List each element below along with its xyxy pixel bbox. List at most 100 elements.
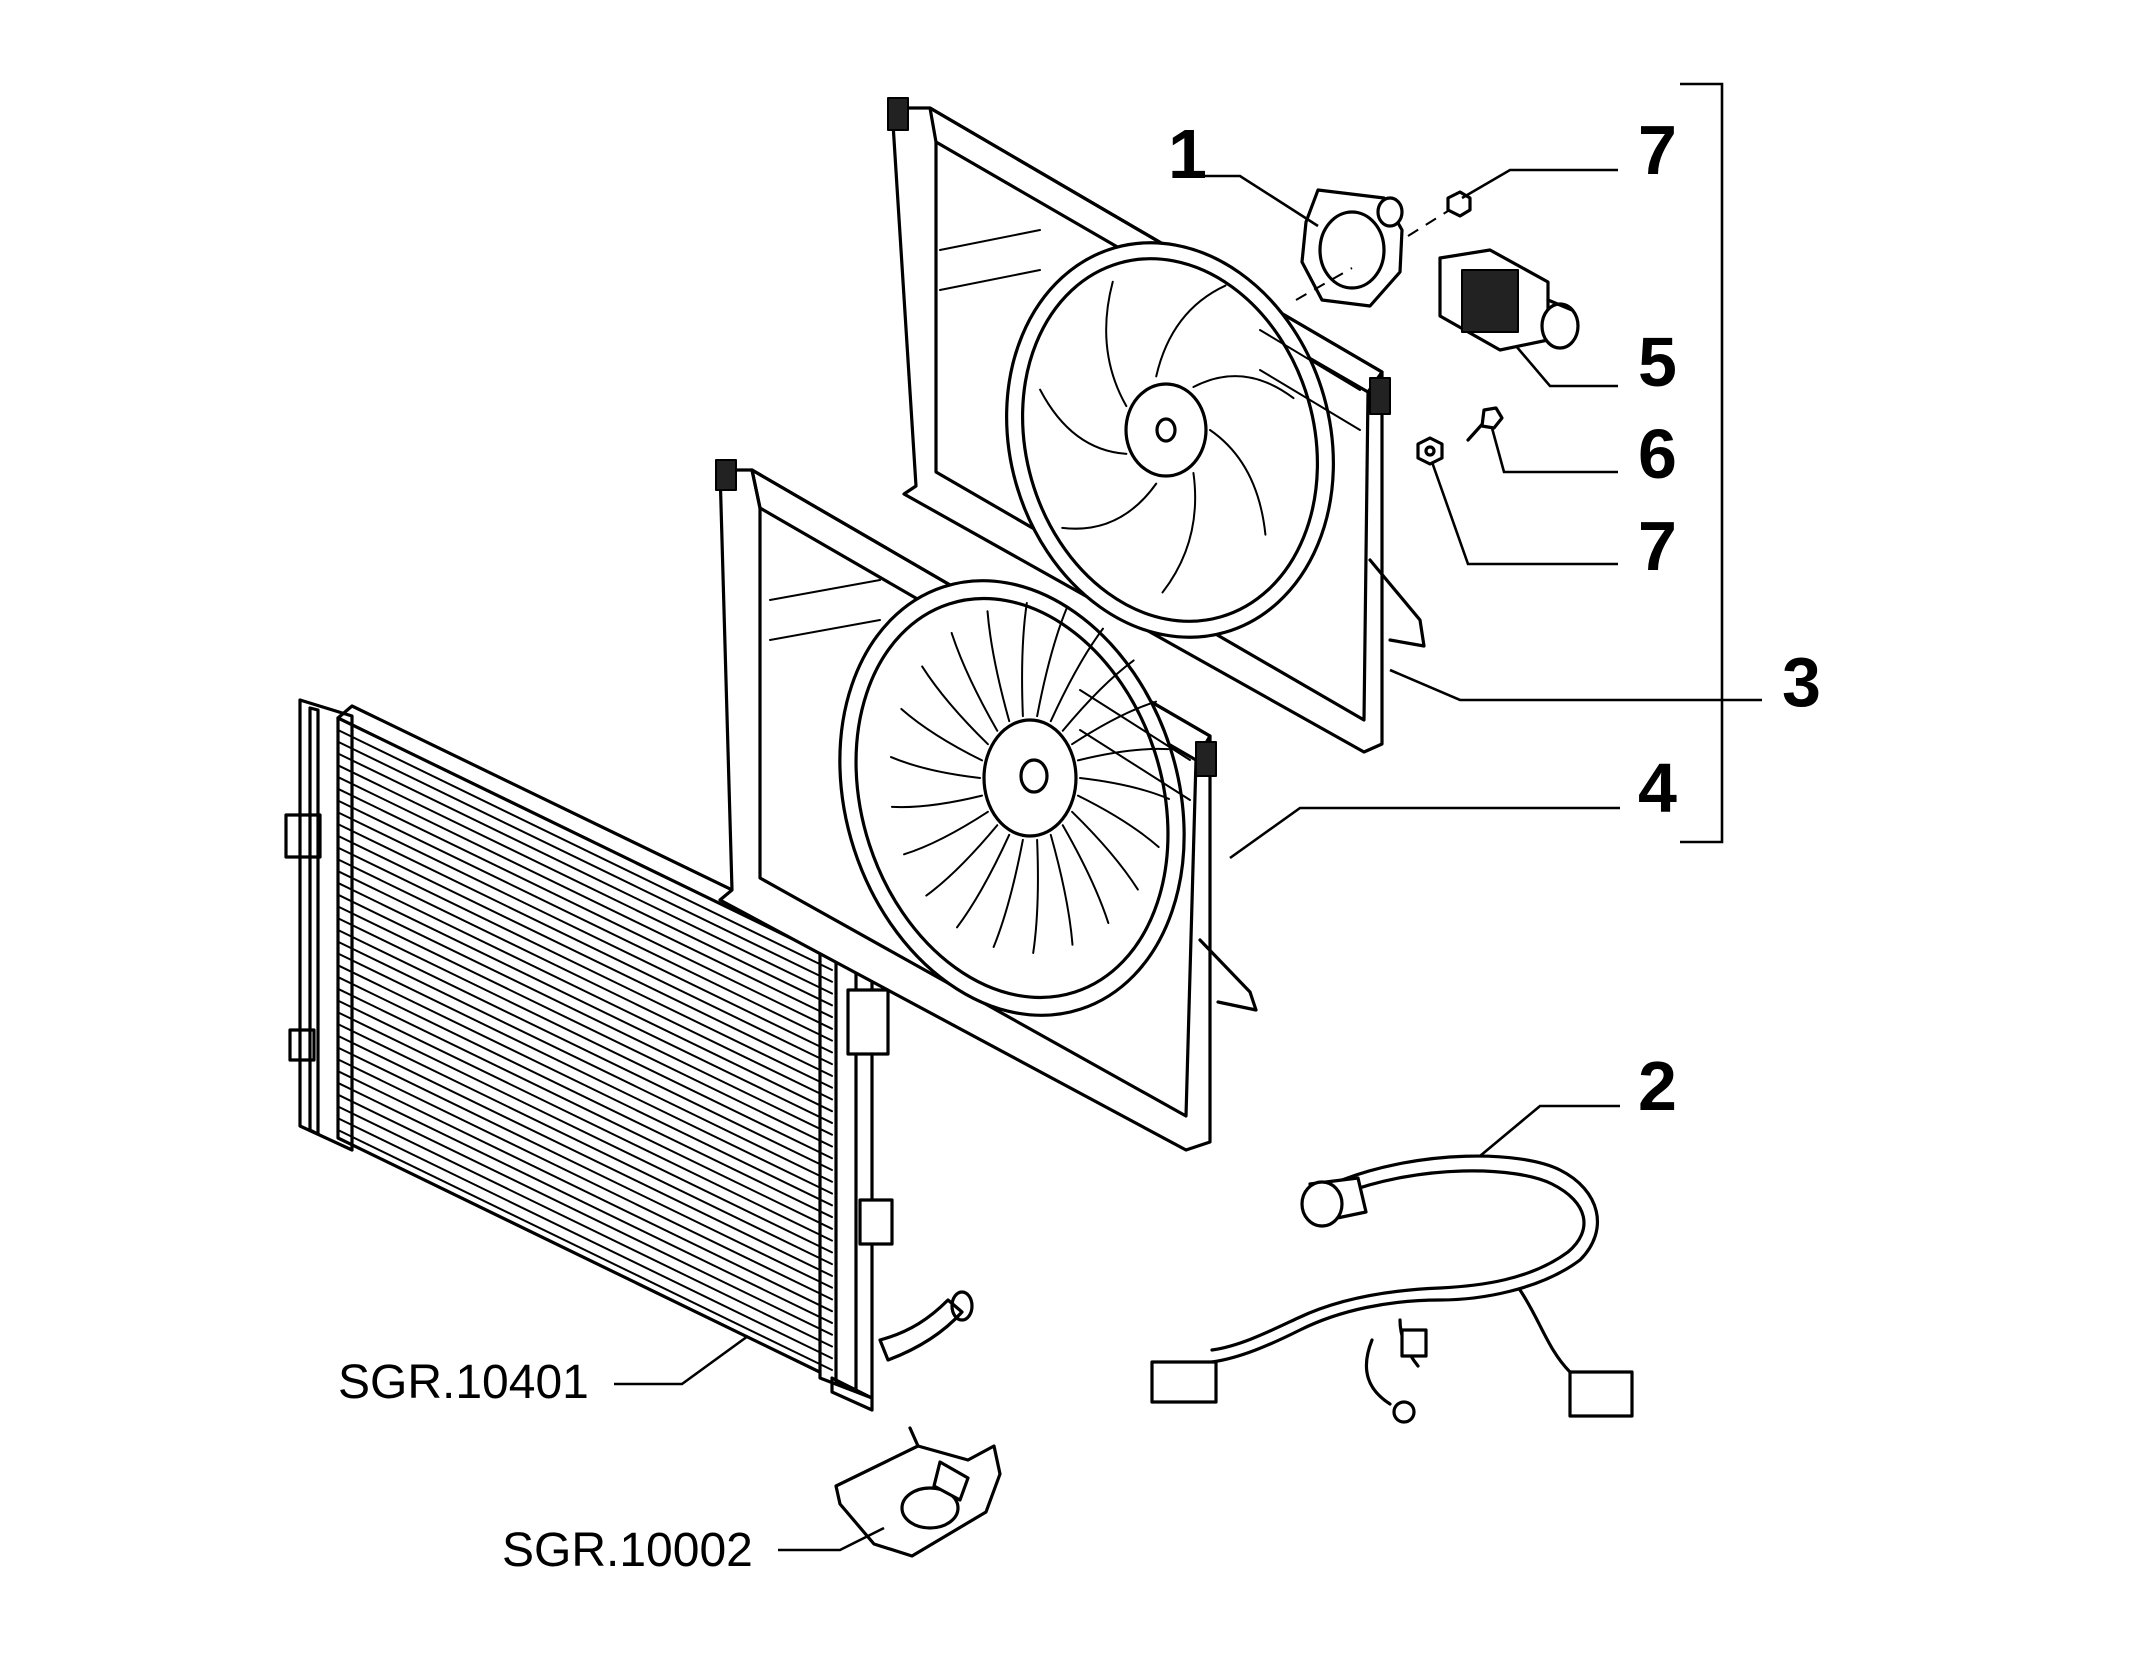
radiator-fin	[337, 776, 833, 1019]
part-2-wiring-harness	[1150, 1154, 1634, 1424]
fan-4-blade	[903, 810, 989, 856]
radiator-fin	[337, 905, 833, 1148]
fan-3-blade	[1161, 472, 1197, 594]
radiator-fin	[337, 964, 833, 1207]
callout-5: 5	[1638, 323, 1677, 401]
radiator-fins	[337, 729, 833, 1371]
radiator-fin	[337, 952, 833, 1195]
leader-4	[1229, 806, 1620, 860]
radiator-fin	[337, 999, 833, 1242]
fan-4-blade	[1049, 627, 1104, 723]
radiator-fin	[337, 834, 833, 1077]
radiator-fin	[337, 1081, 833, 1324]
radiator-fin	[337, 823, 833, 1066]
fan-4-blade	[1061, 824, 1110, 925]
radiator-fin	[337, 740, 833, 983]
fan-3-blade	[1192, 375, 1295, 400]
callout-6: 6	[1638, 415, 1677, 493]
radiator-assembly	[284, 698, 974, 1412]
fan-shroud-assembly-3	[887, 97, 1426, 754]
fan-4-blade	[890, 794, 984, 809]
leader-7a	[1461, 168, 1618, 200]
leader-6	[1490, 427, 1618, 474]
fan-4-blade	[1036, 608, 1068, 718]
fan-3-blade	[1039, 388, 1128, 455]
fan-3-blades	[1039, 280, 1295, 594]
part-5-resistor-module	[1438, 248, 1580, 352]
radiator-fin	[337, 987, 833, 1230]
radiator-fin	[337, 976, 833, 1219]
fan-4-blade	[950, 631, 999, 732]
part-1-bearing-plate	[1300, 188, 1404, 308]
leader-lines	[614, 82, 1762, 1552]
callout-2: 2	[1638, 1047, 1677, 1125]
radiator-fin	[337, 1011, 833, 1254]
radiator-fin	[337, 799, 833, 1042]
radiator-fin	[337, 1058, 833, 1301]
fan-4-blade	[1032, 838, 1039, 954]
fan-4-blade	[900, 707, 984, 762]
fan-4-blade	[1076, 794, 1160, 849]
leader-1	[1200, 174, 1319, 228]
ref-sgr-10401: SGR.10401	[338, 1356, 589, 1409]
leader-sgr-10401	[614, 1334, 749, 1386]
fan-3-blade	[1155, 284, 1227, 378]
group-bracket	[1680, 82, 1724, 844]
radiator-fin	[337, 858, 833, 1101]
radiator-fin	[337, 917, 833, 1160]
radiator-fin	[337, 929, 833, 1171]
fan-4-blade	[921, 665, 989, 746]
fan-4-blades	[890, 602, 1170, 954]
radiator-fin	[337, 1046, 833, 1289]
callout-7-upper: 7	[1638, 111, 1677, 189]
radiator-fin	[337, 1117, 833, 1360]
fan-4-blade	[1049, 833, 1074, 946]
fan-4-blade	[1071, 810, 1139, 891]
fan-4-blade	[1079, 777, 1170, 800]
fan-shroud-assembly-4	[715, 459, 1258, 1152]
leader-sgr-10002	[778, 1526, 885, 1552]
radiator-fin	[337, 1105, 833, 1348]
fan-3-blade	[1105, 280, 1128, 408]
callout-4: 4	[1638, 749, 1677, 827]
fan-4-blade	[1076, 747, 1170, 762]
leader-7b	[1430, 461, 1618, 566]
leader-2	[1479, 1104, 1620, 1157]
fan-4-blade	[925, 824, 999, 897]
fan-4-blade	[986, 610, 1011, 723]
radiator-fin	[337, 1070, 833, 1313]
part-1-dash-line	[1295, 267, 1353, 301]
fan-3-blade	[1061, 482, 1158, 530]
radiator-fin	[337, 893, 833, 1136]
fan-4-blade	[1021, 602, 1028, 718]
callout-7-lower: 7	[1638, 507, 1677, 585]
radiator-fin	[337, 787, 833, 1030]
radiator-fin	[337, 940, 833, 1183]
fan-3-blade	[1209, 429, 1267, 536]
radiator-fin	[337, 846, 833, 1089]
radiator-fin	[337, 1129, 833, 1371]
mounting-bracket	[834, 1426, 1002, 1558]
ref-sgr-10002: SGR.10002	[502, 1524, 753, 1577]
callout-1: 1	[1168, 115, 1207, 193]
radiator-fin	[337, 1023, 833, 1266]
radiator-fin	[337, 870, 833, 1113]
fan-4-blade	[956, 833, 1011, 929]
fan-4-blade	[1061, 659, 1135, 732]
leader-5	[1515, 345, 1618, 388]
part-6-bolt	[1466, 406, 1504, 442]
fan-4-blade	[1071, 700, 1157, 746]
callout-3: 3	[1782, 643, 1821, 721]
radiator-fin	[337, 729, 833, 971]
radiator-fin	[337, 752, 833, 995]
leader-3	[1389, 668, 1762, 702]
radiator-fin	[337, 881, 833, 1124]
radiator-fin	[337, 1034, 833, 1277]
part-7-lower-nut	[1416, 436, 1444, 466]
fan-4-blade	[890, 756, 981, 779]
radiator-fin	[337, 1093, 833, 1336]
radiator-fin	[337, 811, 833, 1054]
radiator-fin	[337, 764, 833, 1007]
fan-4-blade	[992, 838, 1024, 948]
